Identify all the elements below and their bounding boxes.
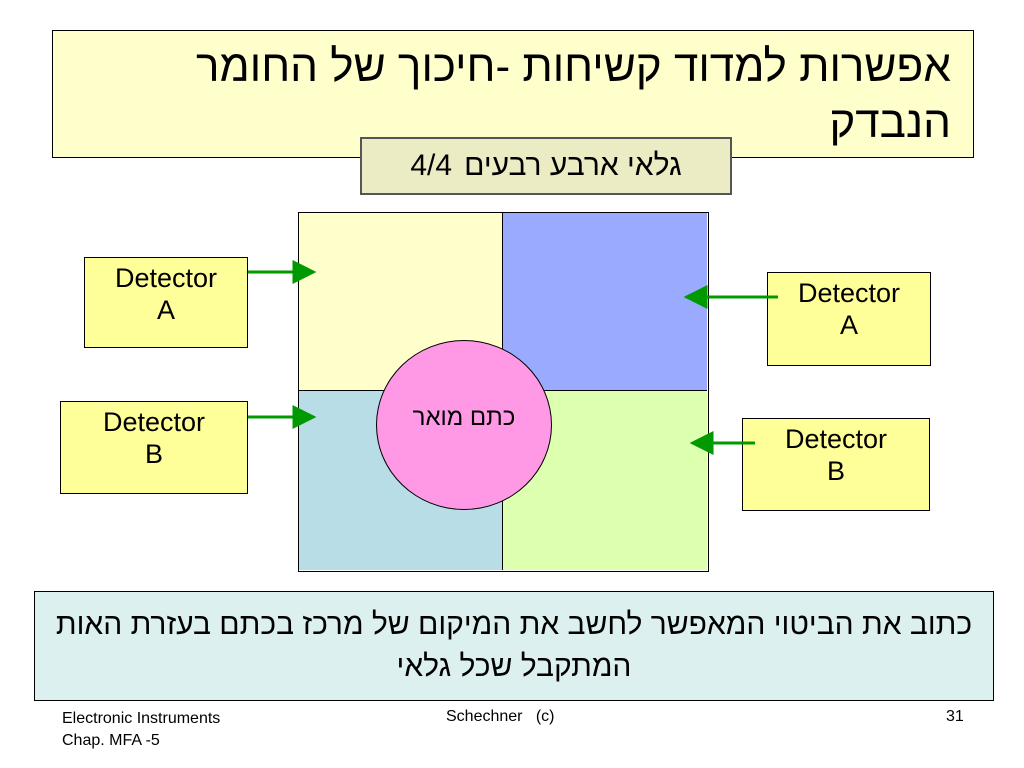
footer-course: Electronic Instruments Chap. MFA -5 [62,708,220,752]
detector-word: Detector [784,424,888,454]
footer-course-name: Electronic Instruments [62,710,221,727]
detector-letter: B [826,456,845,486]
subtitle-fraction: 4/4 [410,149,453,182]
detector-b-right-label: Detector B [742,418,930,511]
detector-a-left-label: Detector A [84,257,248,348]
quadrant-top-right [503,213,707,391]
illuminated-spot: כתם מואר [376,340,552,510]
detector-word: Detector [797,278,901,308]
slide-title: אפשרות למדוד קשיחות -חיכוך של החומר הנבד… [52,30,974,158]
detector-word: Detector [102,407,206,437]
detector-letter: A [839,310,858,340]
detector-b-left-label: Detector B [60,401,248,494]
detector-letter: A [156,295,175,325]
detector-word: Detector [114,263,218,293]
detector-a-right-label: Detector A [767,272,931,366]
spot-label: כתם מואר [412,404,516,431]
detector-letter: B [144,439,163,469]
subtitle-text: גלאי ארבע רבעים [464,149,682,182]
footer-chapter: Chap. MFA -5 [62,732,160,749]
slide-subtitle: גלאי ארבע רבעים 4/4 [360,137,732,195]
footer-author: Schechner (c) [446,708,555,725]
footer-page-number: 31 [946,708,964,725]
question-text-box: כתוב את הביטוי המאפשר לחשב את המיקום של … [34,591,994,701]
quadrant-detector [298,212,709,572]
